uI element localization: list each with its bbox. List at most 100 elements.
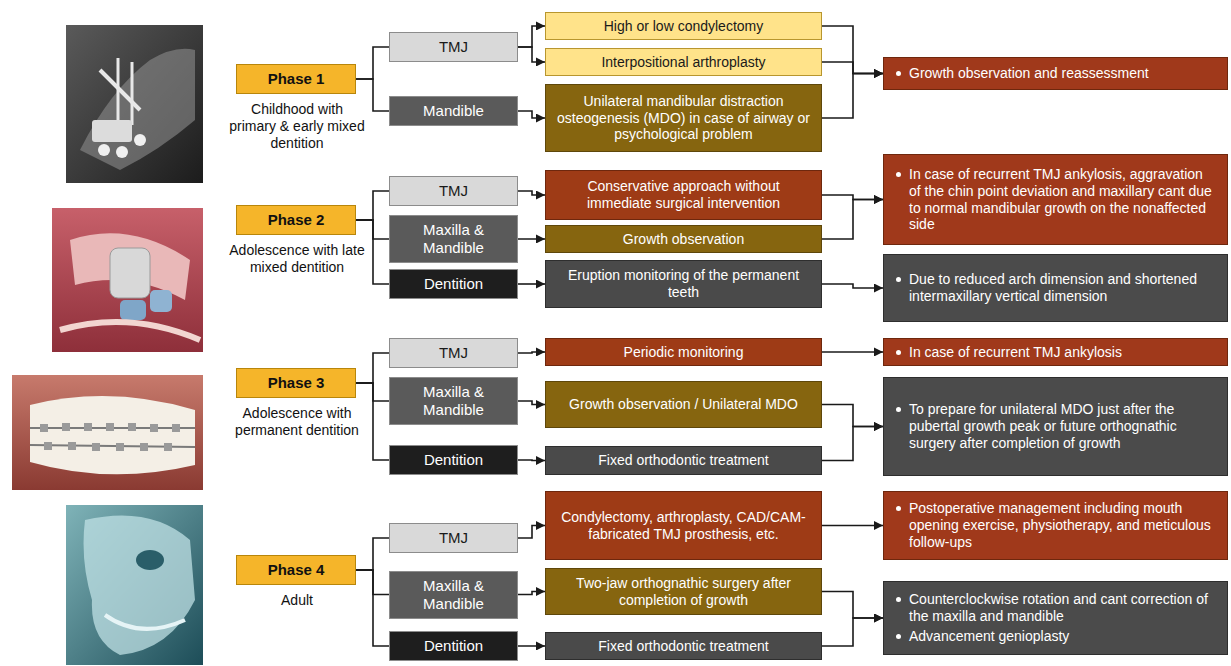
box-text: TMJ <box>398 182 509 200</box>
phase-box: Phase 1Childhood with primary & early mi… <box>236 64 356 94</box>
category-box: TMJ <box>389 32 518 62</box>
outcome-text: In case of recurrent TMJ ankylosis <box>909 344 1122 361</box>
arrow-connector <box>822 618 883 646</box>
arrow-connector <box>822 525 883 527</box>
bracket-line <box>356 538 389 570</box>
action-box: Fixed orthodontic treatment <box>545 632 822 661</box>
ct-3d-photo <box>66 505 203 665</box>
arrow-connector <box>518 238 545 240</box>
bracket-line <box>356 383 389 460</box>
outcome-text: Due to reduced arch dimension and shorte… <box>909 271 1215 305</box>
outcome-box: In case of recurrent TMJ ankylosis, aggr… <box>883 154 1228 245</box>
box-text: Two-jaw orthognathic surgery after compl… <box>554 575 813 609</box>
outcome-box: Counterclockwise rotation and cant corre… <box>883 581 1228 655</box>
arrow-connector <box>518 191 545 195</box>
category-box: Dentition <box>389 445 518 475</box>
action-box: Conservative approach without immediate … <box>545 170 822 220</box>
arrow-connector <box>518 47 545 62</box>
arrow-connector <box>822 351 883 353</box>
box-text: Maxilla & Mandible <box>398 577 509 613</box>
category-box: Dentition <box>389 631 518 661</box>
arrow-connector <box>822 284 883 288</box>
category-box: Maxilla & Mandible <box>389 215 518 263</box>
phase-title: Phase 2 <box>245 211 347 229</box>
action-box: Unilateral mandibular distraction osteog… <box>545 84 822 152</box>
arrow-connector <box>822 405 883 427</box>
bracket-line <box>356 353 389 383</box>
category-box: TMJ <box>389 338 518 368</box>
category-box: Maxilla & Mandible <box>389 571 518 619</box>
outcome-box: Growth observation and reassessment <box>883 57 1228 90</box>
box-text: Dentition <box>398 637 509 655</box>
box-text: Growth observation / Unilateral MDO <box>554 396 813 413</box>
arrow-connector <box>518 526 545 539</box>
box-text: Growth observation <box>554 231 813 248</box>
bullet-dot <box>896 350 901 355</box>
outcome-text: Postoperative management including mouth… <box>909 500 1215 550</box>
bullet-dot <box>896 506 901 511</box>
arrow-connector <box>822 26 883 74</box>
action-box: Interpositional arthroplasty <box>545 48 822 77</box>
arrow-connector <box>518 645 545 647</box>
outcome-box: In case of recurrent TMJ ankylosis <box>883 338 1228 367</box>
box-text: Conservative approach without immediate … <box>554 178 813 212</box>
intraoral-photo <box>52 208 203 352</box>
phase-subtitle: Adolescence with late mixed dentition <box>227 242 367 276</box>
xray-photo <box>66 25 203 183</box>
bracket-line <box>356 79 389 111</box>
phase-subtitle: Adult <box>227 592 367 609</box>
outcome-box: Postoperative management including mouth… <box>883 491 1228 560</box>
action-box: High or low condylectomy <box>545 12 822 41</box>
phase-title: Phase 1 <box>245 70 347 88</box>
outcome-text: Growth observation and reassessment <box>909 65 1149 82</box>
action-box: Growth observation / Unilateral MDO <box>545 381 822 428</box>
phase-title: Phase 4 <box>245 561 347 579</box>
phase-subtitle: Adolescence with permanent dentition <box>227 405 367 439</box>
braces-photo <box>12 375 203 490</box>
phase-box: Phase 3Adolescence with permanent dentit… <box>236 368 356 398</box>
outcome-text: Counterclockwise rotation and cant corre… <box>909 591 1215 625</box>
box-text: Interpositional arthroplasty <box>554 54 813 71</box>
arrow-connector <box>518 26 545 47</box>
arrow-connector <box>518 283 545 285</box>
arrow-connector <box>822 200 883 239</box>
arrow-connector <box>518 592 545 595</box>
arrow-connector <box>518 352 545 353</box>
bracket-line <box>356 47 389 79</box>
box-text: Fixed orthodontic treatment <box>554 638 813 655</box>
box-text: High or low condylectomy <box>554 18 813 35</box>
box-text: Dentition <box>398 451 509 469</box>
box-text: Dentition <box>398 275 509 293</box>
category-box: Dentition <box>389 269 518 299</box>
bullet-dot <box>896 172 901 177</box>
phase-box: Phase 4Adult <box>236 555 356 585</box>
outcome-text: Advancement genioplasty <box>909 628 1069 645</box>
box-text: Fixed orthodontic treatment <box>554 452 813 469</box>
outcome-box: Due to reduced arch dimension and shorte… <box>883 254 1228 322</box>
arrow-connector <box>518 459 545 461</box>
arrow-connector <box>822 427 883 461</box>
category-box: Mandible <box>389 96 518 126</box>
outcome-box: To prepare for unilateral MDO just after… <box>883 377 1228 476</box>
box-text: Periodic monitoring <box>554 344 813 361</box>
phase-subtitle: Childhood with primary & early mixed den… <box>227 101 367 151</box>
phase-box: Phase 2Adolescence with late mixed denti… <box>236 205 356 235</box>
bracket-line <box>356 570 389 646</box>
box-text: Maxilla & Mandible <box>398 221 509 257</box>
box-text: Unilateral mandibular distraction osteog… <box>554 93 813 143</box>
box-text: TMJ <box>398 344 509 362</box>
action-box: Two-jaw orthognathic surgery after compl… <box>545 568 822 615</box>
action-box: Growth observation <box>545 225 822 254</box>
box-text: Condylectomy, arthroplasty, CAD/CAM-fabr… <box>554 509 813 543</box>
category-box: TMJ <box>389 176 518 206</box>
action-box: Fixed orthodontic treatment <box>545 446 822 475</box>
bracket-line <box>356 191 389 220</box>
arrow-connector <box>822 74 883 119</box>
arrow-connector <box>822 592 883 619</box>
category-box: Maxilla & Mandible <box>389 377 518 425</box>
outcome-text: To prepare for unilateral MDO just after… <box>909 401 1215 451</box>
bullet-dot <box>896 634 901 639</box>
bullet-dot <box>896 71 901 76</box>
box-text: Mandible <box>398 102 509 120</box>
bullet-dot <box>896 277 901 282</box>
